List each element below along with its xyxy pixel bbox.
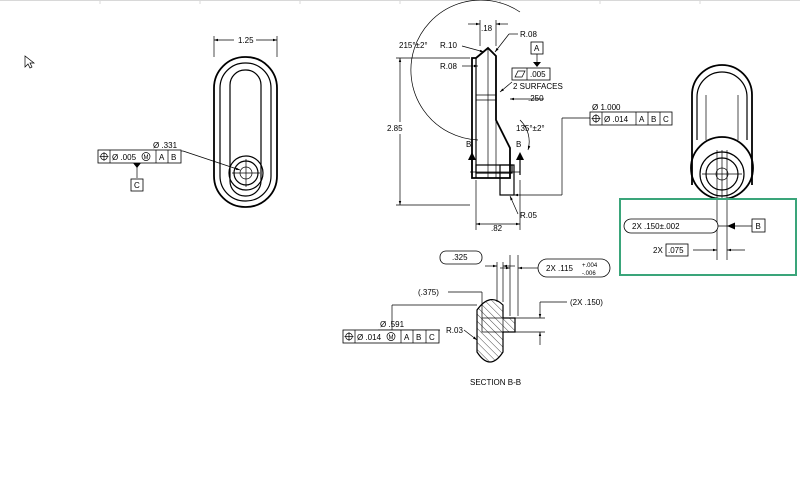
position-symbol-icon xyxy=(99,152,109,161)
tol-lower: -.006 xyxy=(582,271,596,277)
fcf-left xyxy=(97,149,182,192)
dia-591-callout: Ø .591 xyxy=(380,320,405,329)
datum-a-label: A xyxy=(534,44,540,53)
dim-2x-150-ref: (2X .150) xyxy=(570,298,603,307)
section-title: SECTION B-B xyxy=(470,378,521,387)
mouse-cursor-icon xyxy=(24,55,36,69)
max-material-icon xyxy=(386,332,396,341)
radius-03: R.03 xyxy=(446,326,463,335)
fcf-right-tolerance: Ø .014 xyxy=(604,115,629,124)
flatness-tolerance: .005 xyxy=(530,70,546,79)
fcf-bottom-datum-a: A xyxy=(404,333,410,342)
fcf-bottom-datum-c: C xyxy=(429,333,435,342)
position-symbol-icon xyxy=(591,114,601,123)
fcf-bottom-tolerance: Ø .014 xyxy=(357,333,382,342)
angle-135: 135°±2° xyxy=(516,124,545,133)
tol-2x-115: 2X .115 xyxy=(546,264,574,273)
front-view xyxy=(213,35,278,208)
highlight-box xyxy=(619,198,797,276)
dim-325: .325 xyxy=(452,253,468,262)
fcf-bottom xyxy=(342,329,440,344)
dim-18: .18 xyxy=(481,24,493,33)
max-material-icon xyxy=(141,152,151,161)
slot-callouts xyxy=(623,218,766,257)
fcf-right-datum-b: B xyxy=(651,115,656,124)
side-view xyxy=(386,0,590,230)
fcf-left-datum-b: B xyxy=(171,153,176,162)
angle-215: 215°±2° xyxy=(399,41,428,50)
slot-2x-label: 2X xyxy=(653,246,663,255)
fcf-bottom-modifier: M xyxy=(389,335,394,341)
flatness-symbol-icon xyxy=(514,70,526,78)
section-marker-b-right: B xyxy=(516,140,521,149)
fcf-right-datum-a: A xyxy=(639,115,645,124)
dia-1000-callout: Ø 1.000 xyxy=(592,103,621,112)
position-symbol-icon xyxy=(344,332,354,341)
slot-datum-b: B xyxy=(756,222,761,231)
tol-upper: +.004 xyxy=(582,263,598,269)
two-surfaces-note: 2 SURFACES xyxy=(513,82,563,91)
slot-width-tolerance: 2X .150±.002 xyxy=(632,222,680,231)
fcf-right-datum-c: C xyxy=(663,115,669,124)
slot-075: .075 xyxy=(668,246,684,255)
radius-10: R.10 xyxy=(440,41,457,50)
tol-115-box xyxy=(537,258,611,278)
fcf-left-tolerance: Ø .005 xyxy=(112,153,137,162)
radius-08-left: R.08 xyxy=(440,62,457,71)
section-marker-b-left: B xyxy=(466,140,471,149)
fcf-left-modifier: M xyxy=(144,155,149,161)
dia-331-callout: Ø .331 xyxy=(153,141,178,150)
width-dimension-82: .82 xyxy=(491,224,503,233)
datum-c-label: C xyxy=(134,181,140,190)
height-dimension-285: 2.85 xyxy=(387,124,403,133)
width-dimension-125: 1.25 xyxy=(238,36,254,45)
fcf-bottom-datum-b: B xyxy=(416,333,421,342)
radius-05: R.05 xyxy=(520,211,537,220)
top-grid-strip xyxy=(0,0,800,4)
dim-250: .250 xyxy=(528,94,544,103)
dim-375-ref: (.375) xyxy=(418,288,439,297)
dim-325-box xyxy=(439,250,483,265)
radius-08-top: R.08 xyxy=(520,30,537,39)
section-view xyxy=(378,255,567,363)
fcf-left-datum-a: A xyxy=(159,153,165,162)
fcf-right xyxy=(589,111,673,126)
